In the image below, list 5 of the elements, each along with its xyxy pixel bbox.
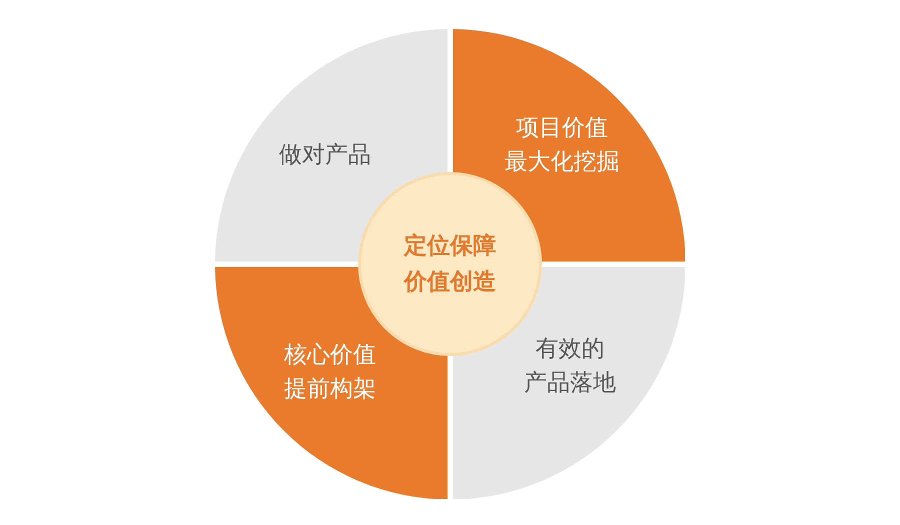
segment-label: 项目价值最大化挖掘 [504, 114, 620, 177]
segment-label: 核心价值提前构架 [283, 341, 377, 404]
segment-label: 有效的产品落地 [523, 335, 617, 398]
center-label: 定位保障价值创造 [404, 232, 496, 297]
segment-label: 做对产品 [278, 141, 372, 170]
